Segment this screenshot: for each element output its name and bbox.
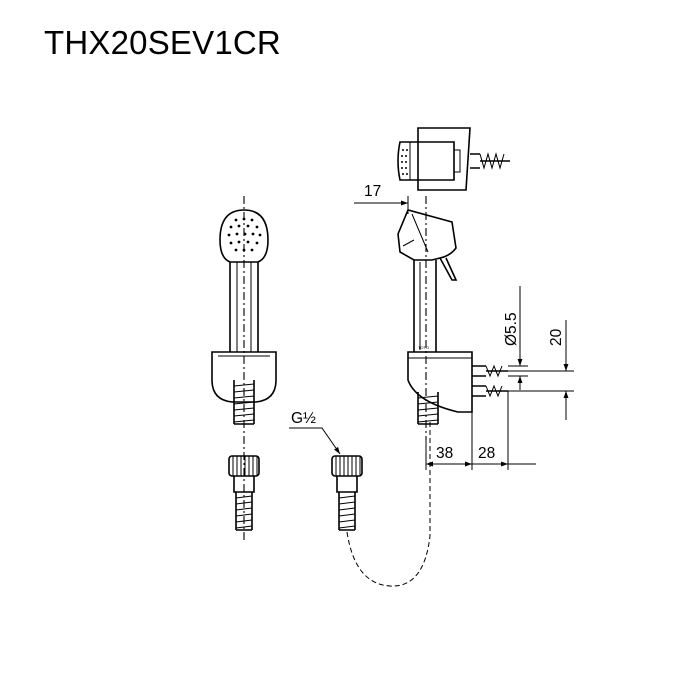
thread-size-label: G½ [291,410,316,427]
dimension-17-label: 17 [364,183,381,200]
wall-hook-top-view [397,127,510,191]
dimension-diameter: Ø5.5 [503,286,528,390]
dimension-20-label: 20 [548,328,565,346]
model-number-title: THX20SEV1CR [44,24,281,61]
dimension-38-28: 38 28 [425,391,536,470]
dimension-38-label: 38 [436,445,453,462]
thread-callout: G½ [289,410,341,455]
brand-mark: TOTO [418,345,429,350]
hose-connector-middle [331,455,363,531]
dimension-17: 17 [354,183,409,214]
nozzle-holes [227,217,262,252]
dimension-28-label: 28 [478,445,495,462]
spray-side-view: TOTO [397,209,508,425]
hose-connector-left [228,455,260,531]
hose-dashed [346,420,431,587]
dimension-diameter-label: Ø5.5 [503,312,520,346]
dimension-20: 20 [508,320,574,420]
